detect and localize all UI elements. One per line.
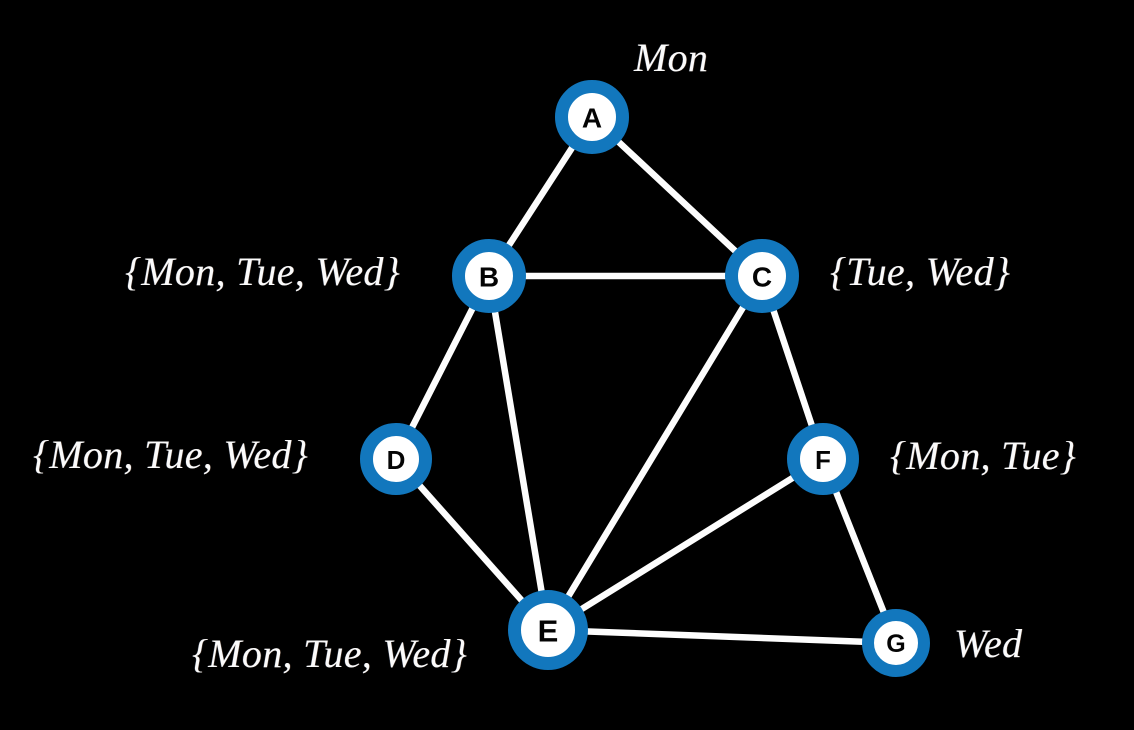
domain-label-a: Mon	[634, 35, 709, 80]
node-letter-g: G	[886, 630, 905, 658]
domain-label-b: {Mon, Tue, Wed}	[125, 249, 401, 294]
node-circle-e	[508, 590, 588, 670]
node-letter-f: F	[815, 445, 831, 475]
node-b[interactable]: B	[452, 239, 526, 313]
domain-label-c: {Tue, Wed}	[830, 249, 1011, 294]
edge-b-e	[485, 272, 552, 634]
node-circle-f	[787, 423, 859, 495]
domain-label-e: {Mon, Tue, Wed}	[192, 631, 468, 676]
node-g[interactable]: G	[862, 609, 930, 677]
domain-label-f: {Mon, Tue}	[890, 433, 1077, 478]
node-letter-d: D	[387, 445, 406, 475]
node-d[interactable]: D	[360, 423, 432, 495]
nodes-group: A B C D E F G	[360, 80, 930, 677]
node-letter-c: C	[752, 262, 772, 293]
node-e[interactable]: E	[508, 590, 588, 670]
node-f[interactable]: F	[787, 423, 859, 495]
node-circle-c	[725, 239, 799, 313]
node-circle-a	[555, 80, 629, 154]
node-letter-b: B	[479, 262, 499, 293]
node-letter-a: A	[582, 103, 602, 134]
node-letter-e: E	[538, 614, 559, 649]
edge-e-g	[544, 626, 900, 647]
node-c[interactable]: C	[725, 239, 799, 313]
node-a[interactable]: A	[555, 80, 629, 154]
node-circle-b	[452, 239, 526, 313]
node-circle-d	[360, 423, 432, 495]
edges-group	[392, 113, 900, 647]
domain-label-g: Wed	[954, 621, 1023, 666]
edge-e-f	[544, 455, 827, 634]
domain-label-d: {Mon, Tue, Wed}	[33, 432, 309, 477]
node-circle-g	[862, 609, 930, 677]
edge-c-e	[544, 272, 766, 634]
edge-a-c	[588, 113, 766, 280]
